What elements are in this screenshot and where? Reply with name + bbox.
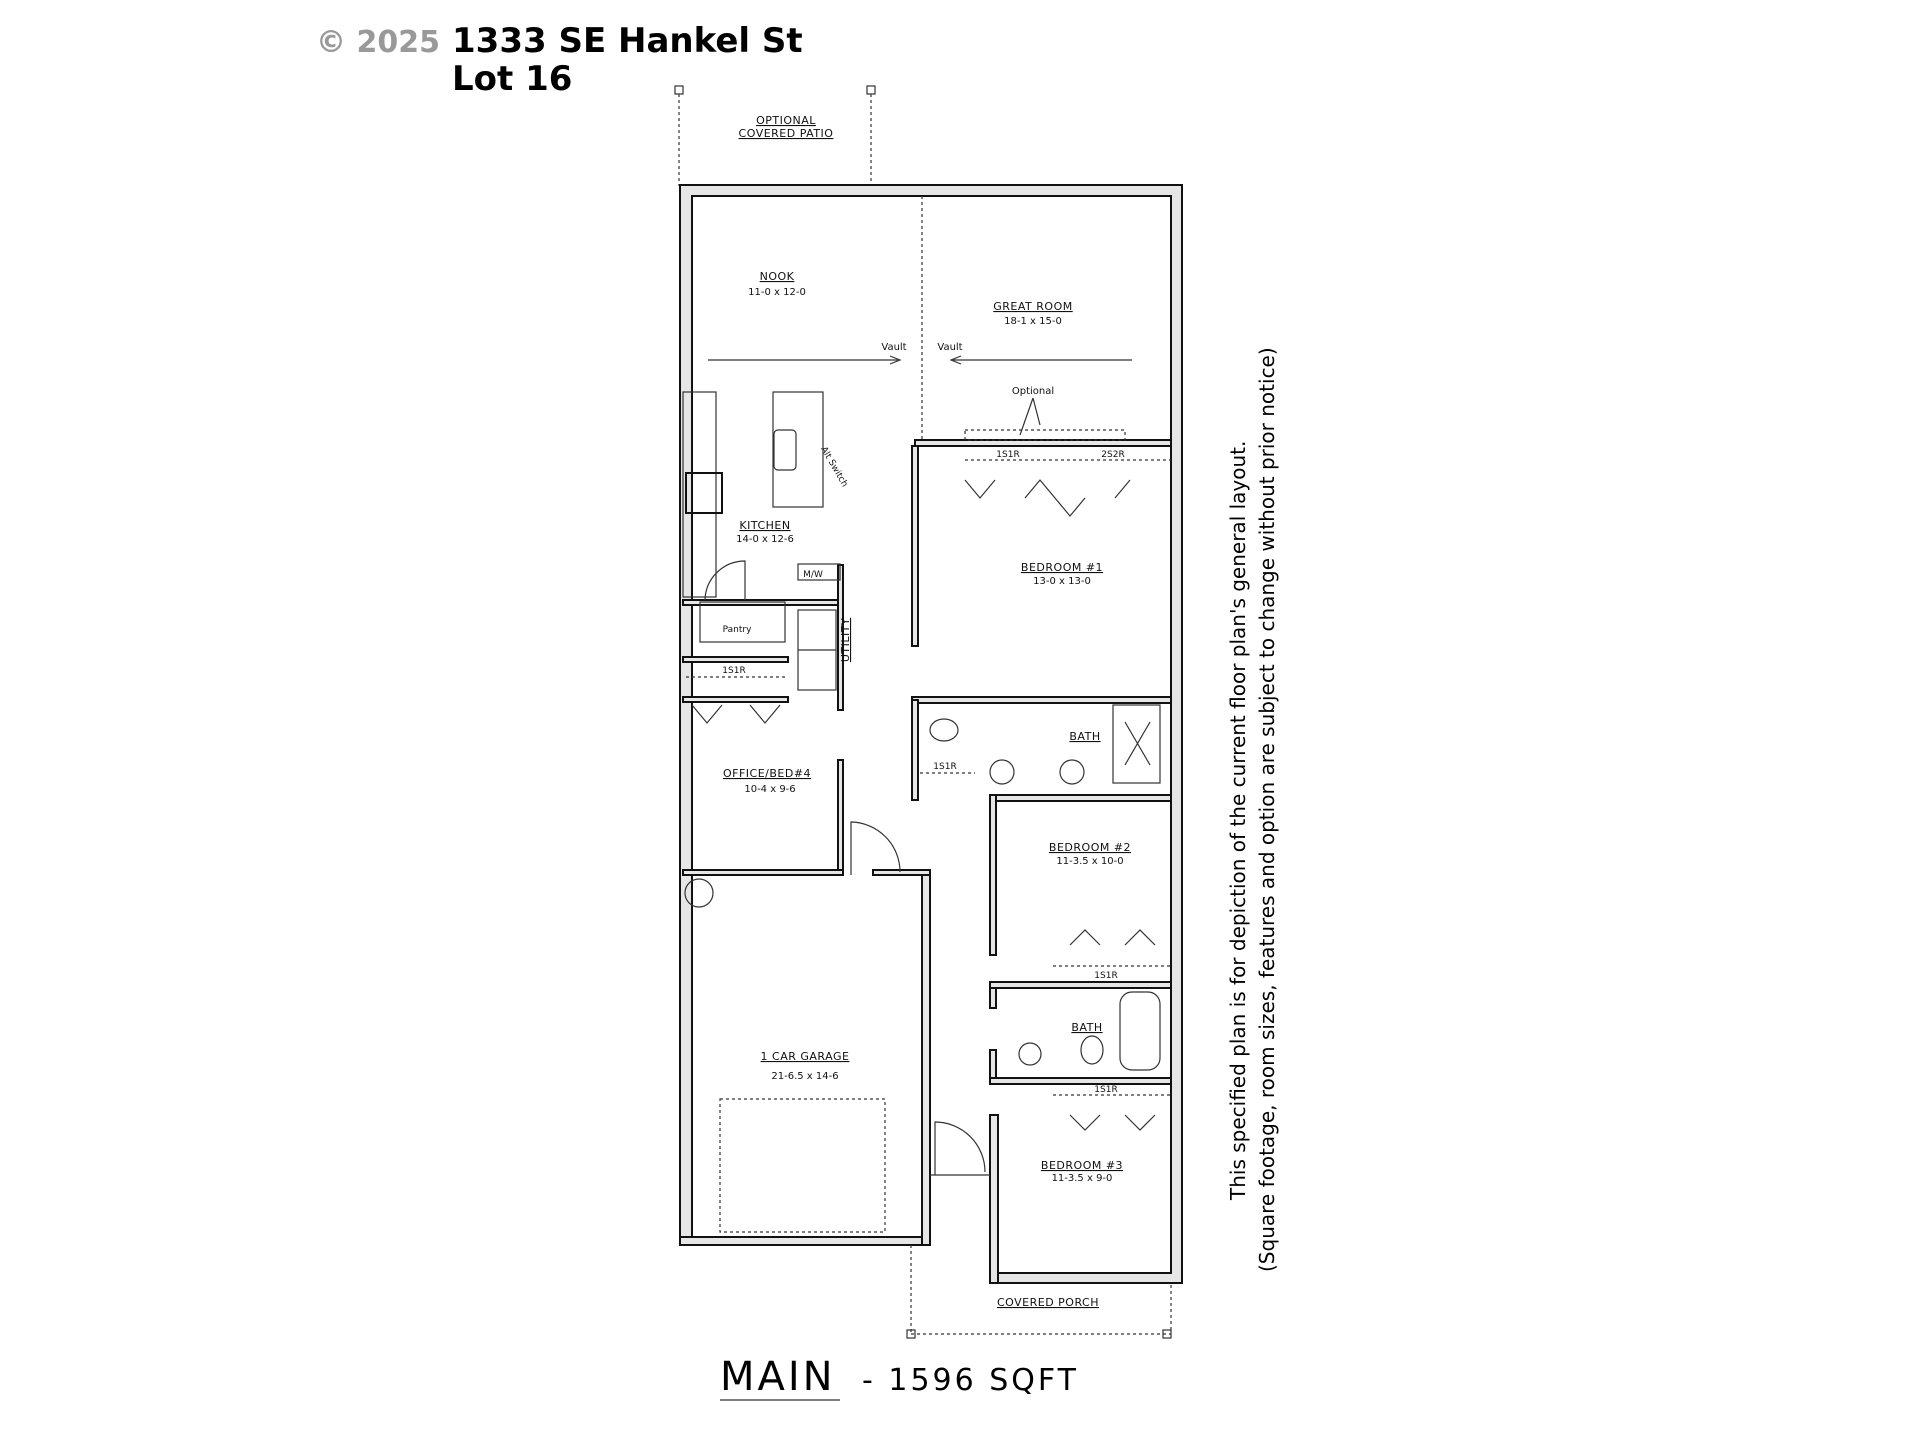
interior-walls [682, 439, 1172, 1085]
lot-title: Lot 16 [452, 59, 572, 99]
address-title: 1333 SE Hankel St [452, 21, 803, 61]
bedroom1-label: BEDROOM #1 [1021, 561, 1103, 574]
office-label: OFFICE/BED#4 [723, 767, 811, 780]
bedroom3-size: 11-3.5 x 9-0 [1052, 1173, 1113, 1184]
vault-label: Vault [881, 342, 906, 353]
bath-fixtures [929, 704, 1161, 1071]
optional-covered-patio: OPTIONAL COVERED PATIO [674, 85, 876, 186]
garage-size: 21-6.5 x 14-6 [771, 1071, 838, 1082]
copyright-watermark: © 2025 [316, 25, 440, 60]
sink-icon [1018, 1042, 1042, 1066]
garage-door-outline [719, 1098, 886, 1233]
nook-size: 11-0 x 12-0 [748, 287, 806, 298]
closet-label: 1S1R [1094, 1085, 1117, 1095]
toilet-icon [929, 718, 959, 742]
optional-cabinets [964, 429, 1126, 441]
covered-porch: COVERED PORCH [906, 1245, 1172, 1339]
toilet-icon [1080, 1035, 1104, 1065]
garage-fixtures [684, 821, 990, 1233]
great-room-size: 18-1 x 15-0 [1004, 316, 1062, 327]
bedroom2-size: 11-3.5 x 10-0 [1056, 856, 1123, 867]
closet-label: 1S1R [996, 450, 1019, 460]
disclaimer-line2: (Square footage, room sizes, features an… [1255, 347, 1279, 1272]
closet-label: 2S2R [1101, 450, 1124, 460]
stove-icon [685, 472, 723, 514]
bedroom1-size: 13-0 x 13-0 [1033, 576, 1091, 587]
sink-icon [773, 429, 797, 471]
kitchen-fixtures [682, 391, 841, 691]
bedroom3-label: BEDROOM #3 [1041, 1159, 1123, 1172]
shower-icon [1112, 704, 1161, 784]
nook-label: NOOK [760, 270, 795, 283]
patio-label-line1: OPTIONAL [756, 114, 816, 127]
door-swing [934, 1121, 986, 1175]
door-swing [850, 821, 901, 875]
water-heater-icon [684, 878, 714, 908]
kitchen-label: KITCHEN [739, 519, 790, 532]
bathtub-icon [1119, 991, 1161, 1071]
kitchen-size: 14-0 x 12-6 [736, 534, 794, 545]
pantry-label: Pantry [723, 625, 752, 635]
level-label: MAIN [720, 1354, 836, 1400]
closet-label: 1S1R [722, 666, 745, 676]
disclaimer-line1: This specified plan is for depiction of … [1226, 441, 1250, 1201]
office-size: 10-4 x 9-6 [744, 784, 795, 795]
closet-label: 1S1R [933, 762, 956, 772]
patio-label-line2: COVERED PATIO [739, 127, 834, 140]
bedroom2-label: BEDROOM #2 [1049, 841, 1131, 854]
sink-icon [989, 759, 1015, 785]
utility-label: UTILITY [839, 618, 852, 662]
square-footage: - 1596 SQFT [862, 1363, 1079, 1398]
porch-label: COVERED PORCH [997, 1296, 1099, 1309]
optional-label: Optional [1012, 386, 1054, 397]
closet-label: 1S1R [1094, 971, 1117, 981]
garage-label: 1 CAR GARAGE [761, 1050, 850, 1063]
bath2-label: BATH [1071, 1021, 1102, 1034]
sink-icon [1059, 759, 1085, 785]
great-room-label: GREAT ROOM [993, 300, 1072, 313]
door-swing [704, 560, 746, 601]
exterior-walls [679, 184, 1183, 1284]
mw-label: M/W [803, 570, 823, 580]
bath1-label: BATH [1069, 730, 1100, 743]
vault-label: Vault [937, 342, 962, 353]
